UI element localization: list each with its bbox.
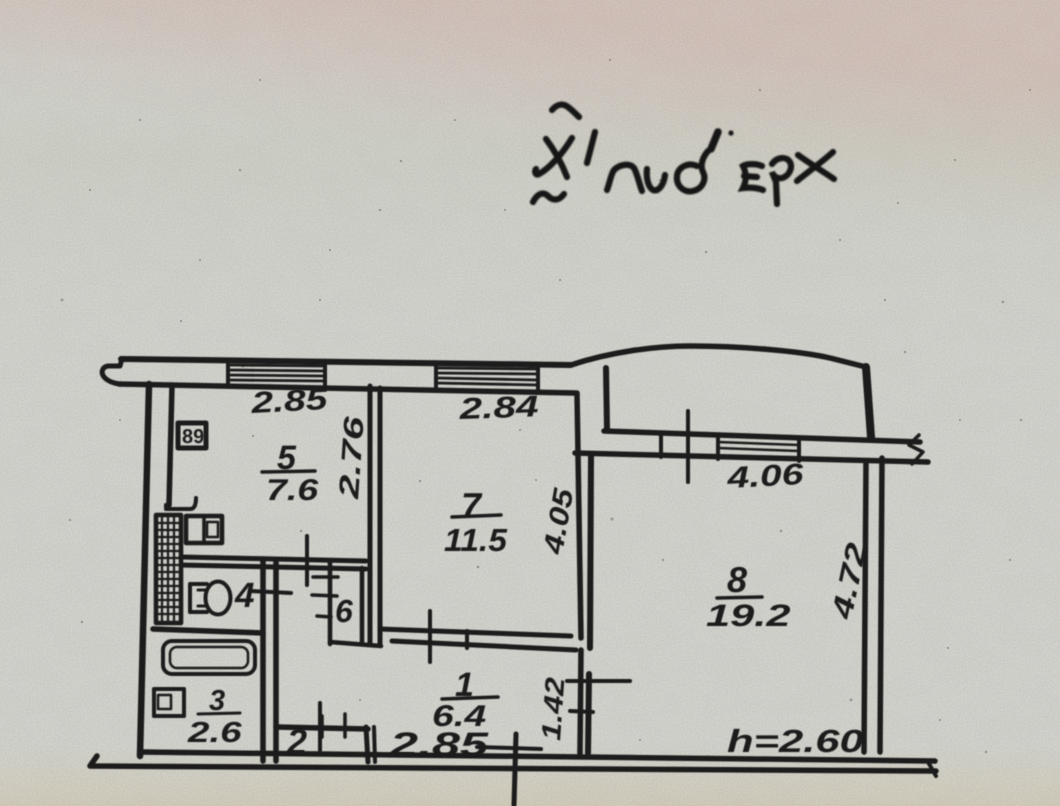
svg-text:1.42: 1.42 (536, 676, 570, 741)
svg-text:4: 4 (234, 576, 254, 615)
svg-text:89: 89 (182, 426, 204, 448)
svg-text:2: 2 (286, 721, 307, 762)
svg-text:8: 8 (727, 559, 747, 600)
svg-text:2.6: 2.6 (187, 717, 243, 749)
svg-text:2.85: 2.85 (389, 726, 490, 764)
svg-text:7.6: 7.6 (266, 474, 319, 507)
svg-text:19.2: 19.2 (706, 598, 790, 633)
svg-text:h=2.60: h=2.60 (727, 723, 864, 759)
svg-text:1: 1 (455, 666, 474, 704)
svg-text:11.5: 11.5 (444, 522, 508, 558)
svg-text:2.84: 2.84 (458, 390, 540, 426)
svg-text:6.4: 6.4 (432, 700, 487, 733)
svg-text:4.06: 4.06 (725, 458, 804, 495)
svg-text:3: 3 (209, 685, 225, 717)
svg-text:2.76: 2.76 (333, 415, 370, 501)
svg-text:5: 5 (277, 439, 297, 477)
svg-text:2.85: 2.85 (249, 383, 330, 420)
svg-text:7: 7 (461, 485, 483, 526)
svg-text:6: 6 (335, 593, 353, 629)
